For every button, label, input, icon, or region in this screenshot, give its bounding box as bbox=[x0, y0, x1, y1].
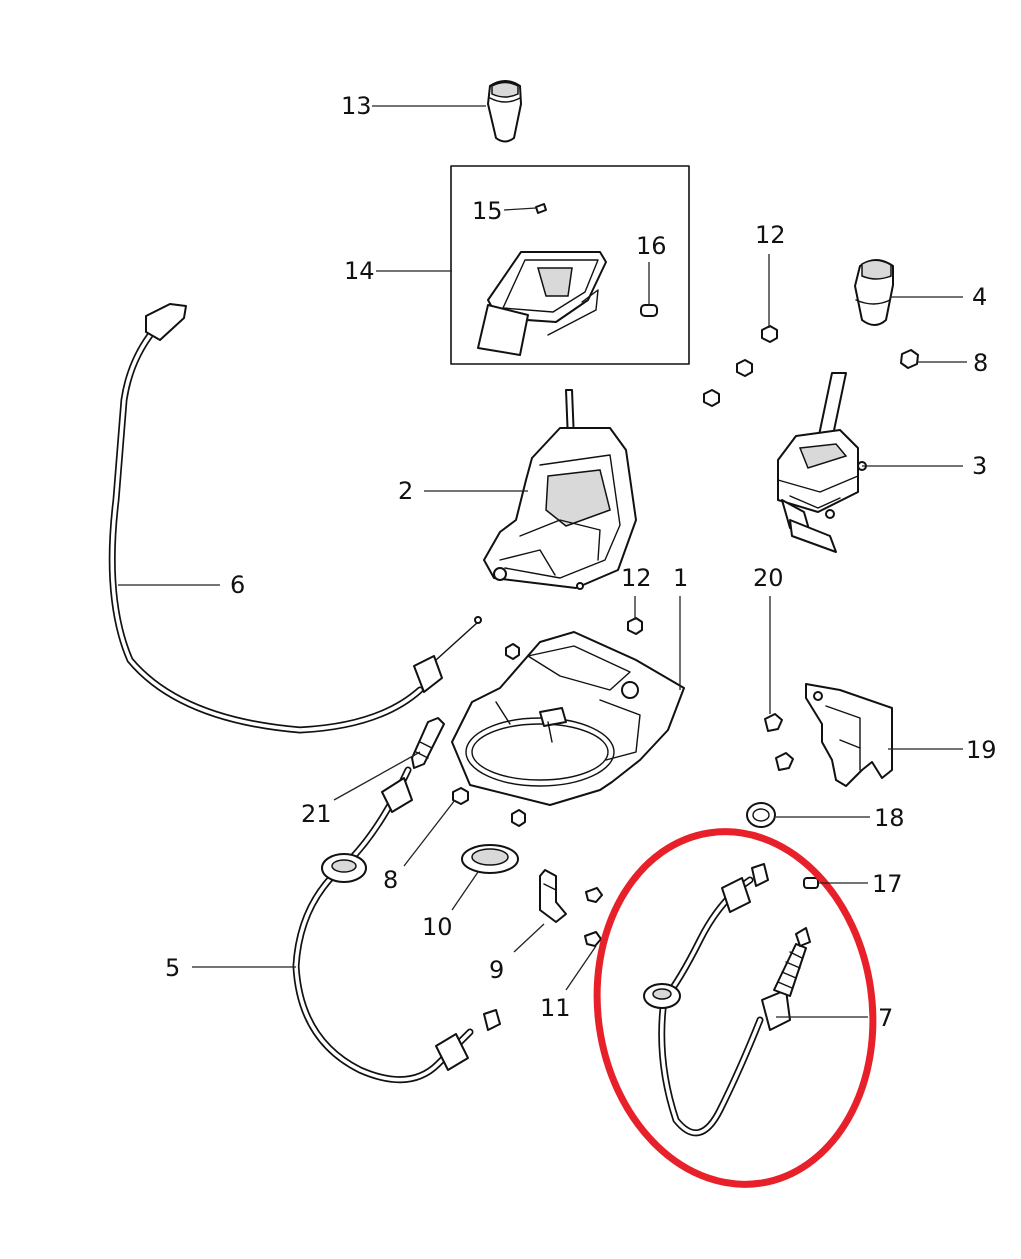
callout-14: 14 bbox=[344, 257, 375, 285]
base-bracket-1 bbox=[451, 621, 685, 806]
cable-adjuster-21 bbox=[411, 717, 445, 769]
callout-8-top: 8 bbox=[973, 349, 988, 377]
nut-loose-b bbox=[703, 389, 720, 407]
grommet-18 bbox=[746, 802, 776, 828]
nut-8-top bbox=[900, 349, 919, 369]
bracket-19 bbox=[805, 683, 893, 787]
callout-11: 11 bbox=[540, 994, 571, 1022]
callout-4: 4 bbox=[972, 283, 987, 311]
callout-2: 2 bbox=[398, 477, 413, 505]
callout-13: 13 bbox=[341, 92, 372, 120]
shifter-mechanism-2 bbox=[483, 389, 637, 590]
nut-12-mid bbox=[627, 617, 643, 635]
nut-8-bottom bbox=[452, 787, 469, 805]
nut-loose-a bbox=[736, 359, 753, 377]
clip-15 bbox=[535, 203, 547, 214]
callout-8-bottom: 8 bbox=[383, 866, 398, 894]
shift-bezel bbox=[477, 251, 607, 356]
screws-11 bbox=[584, 887, 603, 947]
shift-knob-13 bbox=[487, 80, 522, 143]
callout-12-mid: 12 bbox=[621, 564, 652, 592]
seal-10 bbox=[461, 844, 519, 874]
callout-labels: 13 15 14 16 12 4 8 3 2 6 12 1 20 19 21 1… bbox=[165, 92, 997, 1032]
nut-loose-d bbox=[511, 809, 526, 827]
callout-19: 19 bbox=[966, 736, 997, 764]
highlight-ellipse bbox=[593, 828, 877, 1188]
shift-cable-6 bbox=[108, 303, 482, 734]
callout-5: 5 bbox=[165, 954, 180, 982]
callout-20: 20 bbox=[753, 564, 784, 592]
shifter-assembly-3 bbox=[777, 372, 867, 553]
bolts-20 bbox=[764, 713, 794, 771]
callout-3: 3 bbox=[972, 452, 987, 480]
bezel-box-14 bbox=[450, 165, 690, 365]
callout-17: 17 bbox=[872, 870, 903, 898]
clip-17 bbox=[803, 877, 819, 889]
callout-21: 21 bbox=[301, 800, 332, 828]
bracket-9 bbox=[539, 869, 567, 923]
callout-16: 16 bbox=[636, 232, 667, 260]
callout-1: 1 bbox=[673, 564, 688, 592]
callout-7: 7 bbox=[878, 1004, 893, 1032]
shift-knob-4 bbox=[854, 259, 894, 326]
callout-15: 15 bbox=[472, 197, 503, 225]
nut-loose-c bbox=[505, 643, 520, 660]
callout-6: 6 bbox=[230, 571, 245, 599]
callout-18: 18 bbox=[874, 804, 905, 832]
leader-lines bbox=[118, 105, 967, 1018]
shift-cable-7 bbox=[643, 863, 811, 1137]
nut-12-top bbox=[761, 325, 778, 343]
callout-10: 10 bbox=[422, 913, 453, 941]
callout-12-top: 12 bbox=[755, 221, 786, 249]
bulb-16 bbox=[640, 304, 658, 317]
shift-cable-5 bbox=[292, 766, 501, 1084]
callout-9: 9 bbox=[489, 956, 504, 984]
